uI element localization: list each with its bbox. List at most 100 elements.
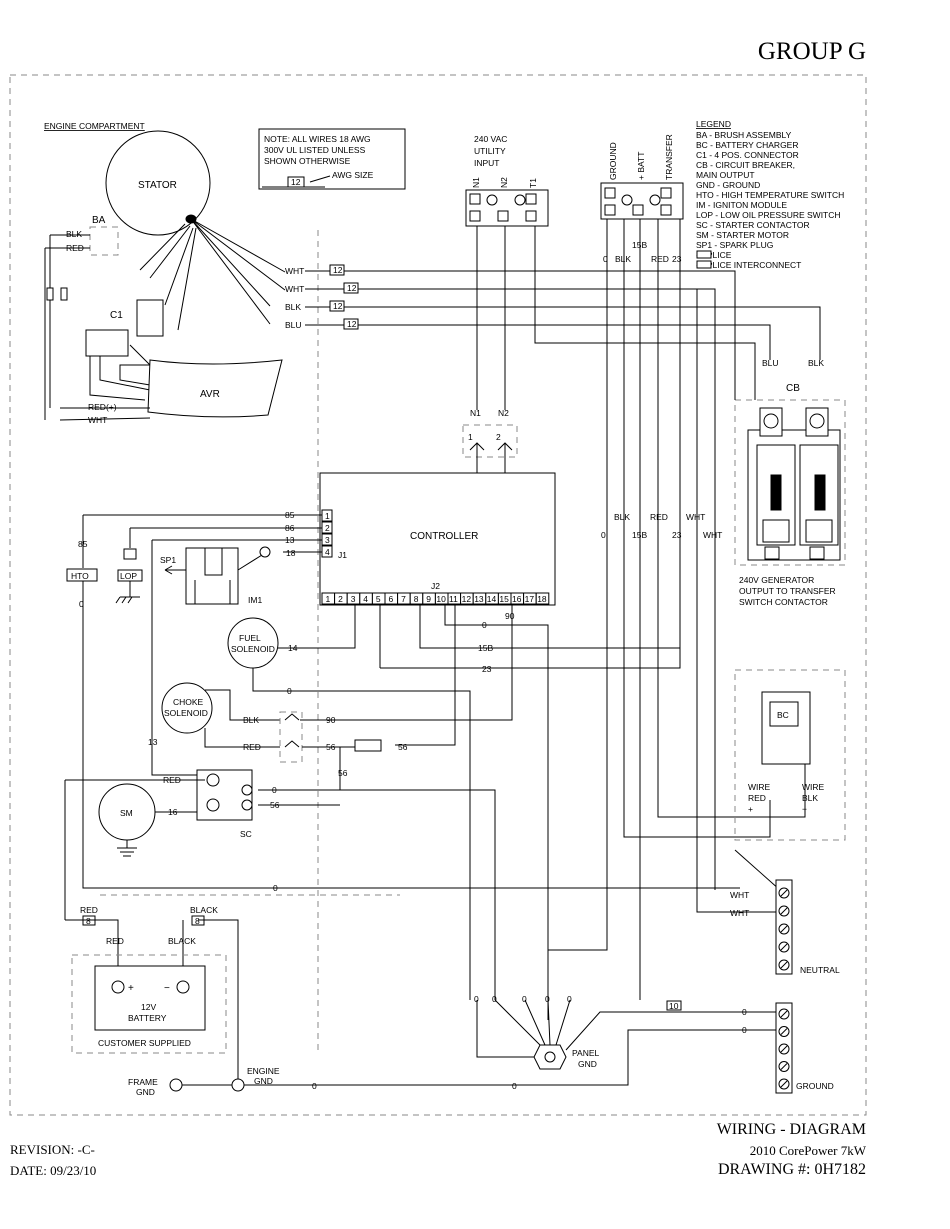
j2-pin: 17: [525, 594, 535, 604]
wire-90-choke: 90: [326, 715, 336, 725]
j2-pin: 14: [487, 594, 497, 604]
pg-0-a: 0: [474, 994, 479, 1004]
lop-label: LOP: [120, 571, 137, 581]
starter-contactor: [196, 769, 253, 821]
choke-splice: [279, 711, 303, 763]
engine-gnd-line-1: ENGINE: [247, 1066, 280, 1076]
note-awg-sample: 12: [291, 177, 301, 187]
wire-56-diode: 56: [398, 742, 408, 752]
diagram-frame: [9, 74, 867, 1116]
tb-batt: + BATT: [636, 152, 646, 180]
batt-black: BLACK: [190, 905, 218, 915]
tb-23: 23: [672, 254, 682, 264]
stator-label: STATOR: [138, 180, 177, 191]
choke-solenoid: [161, 682, 213, 734]
j2-pin: 9: [426, 594, 431, 604]
hto-85: 85: [78, 539, 88, 549]
hto-0: 0: [79, 599, 84, 609]
c1-connector: [85, 329, 129, 357]
sp1-label: SP1: [160, 555, 176, 565]
ba-blk: BLK: [66, 229, 82, 239]
j2-pin: 12: [462, 594, 472, 604]
awg-12-c: 12: [333, 301, 343, 311]
bus-screw: [778, 1061, 790, 1072]
legend-item: HTO - HIGH TEMPERATURE SWITCH: [696, 190, 844, 200]
gb-0-b: 0: [742, 1025, 747, 1035]
sm-label: SM: [120, 808, 133, 818]
j2-pin: 5: [376, 594, 381, 604]
wire-blk: BLK: [285, 302, 301, 312]
c1-label: C1: [110, 310, 123, 321]
sc-0: 0: [272, 785, 277, 795]
j2-pin: 13: [474, 594, 484, 604]
awg-12-d: 12: [347, 319, 357, 329]
panel-gnd-line-1: PANEL: [572, 1048, 600, 1058]
im1-label: IM1: [248, 595, 262, 605]
rv-red: RED: [650, 512, 668, 522]
j2-pin: 18: [537, 594, 547, 604]
bc-wire-red-2: RED: [748, 793, 766, 803]
rv-wht-a: WHT: [686, 512, 705, 522]
bus-screw: [778, 941, 790, 953]
batt-awg-red: 8: [86, 916, 91, 926]
bus-screw: [778, 1078, 790, 1090]
utility-line-1: 240 VAC: [474, 134, 507, 144]
neutral-label: NEUTRAL: [800, 965, 840, 975]
choke-red: RED: [243, 742, 261, 752]
legend-item: SM - STARTER MOTOR: [696, 230, 789, 240]
choke-line-2: SOLENOID: [164, 708, 208, 718]
frame-gnd: [169, 1078, 183, 1092]
j2-pin: 10: [436, 594, 446, 604]
legend-item: MAIN OUTPUT: [696, 170, 755, 180]
j2-pin: 1: [326, 594, 331, 604]
avr-red: RED(+): [88, 402, 117, 412]
hto-switch: [66, 568, 98, 582]
pg-0-d: 0: [545, 994, 550, 1004]
j2-pin: 3: [351, 594, 356, 604]
sense-pin-2: 2: [496, 432, 501, 442]
engine-gnd-line-2: GND: [254, 1076, 273, 1086]
bc-wire-blk-3: −: [802, 804, 807, 814]
fuel-line-1: FUEL: [239, 633, 261, 643]
fuel-line-2: SOLENOID: [231, 644, 275, 654]
wire-0-gnd-b: 0: [512, 1081, 517, 1091]
sc-red: RED: [163, 775, 181, 785]
legend-item: GND - GROUND: [696, 180, 760, 190]
model-name: 2010 CorePower 7kW: [749, 1143, 866, 1158]
wire-14: 14: [288, 643, 298, 653]
batt-red-2: RED: [106, 936, 124, 946]
c1-upper: [136, 299, 164, 337]
stator: [105, 130, 211, 236]
sense-splice: [462, 424, 518, 458]
circuit-breaker: [747, 429, 841, 561]
panel-gnd: [533, 1044, 567, 1070]
diagram-title: WIRING - DIAGRAM: [716, 1121, 866, 1138]
j1-pin: 3: [325, 535, 330, 545]
cb-label: CB: [786, 383, 800, 394]
sc-56: 56: [270, 800, 280, 810]
wire-0-frame: 0: [273, 883, 278, 893]
j1-pin: 2: [325, 523, 330, 533]
batt-awg-blk: 8: [195, 916, 200, 926]
neutral-wht-b: WHT: [730, 908, 749, 918]
utility-line-3: INPUT: [474, 158, 500, 168]
brush-assembly: [89, 226, 119, 256]
j2-pin: 11: [449, 594, 458, 604]
bus-screw: [778, 1043, 790, 1055]
legend-item: LOP - LOW OIL PRESSURE SWITCH: [696, 210, 841, 220]
battery-line-2: BATTERY: [128, 1013, 167, 1023]
drawing-number: DRAWING #: 0H7182: [717, 1161, 866, 1178]
legend-title: LEGEND: [696, 119, 731, 129]
note-box: [258, 128, 406, 190]
hto-label: HTO: [71, 571, 89, 581]
j2-pin: 6: [389, 594, 394, 604]
legend: LEGEND BA - BRUSH ASSEMBLY BC - BATTERY …: [696, 119, 844, 270]
legend-item: IM - IGNITON MODULE: [696, 200, 787, 210]
rv-wht-b: WHT: [703, 530, 722, 540]
awg-10: 10: [669, 1001, 679, 1011]
cb-blu: BLU: [762, 358, 779, 368]
tb-transfer: TRANSFER: [664, 134, 674, 180]
awg-12-a: 12: [333, 265, 343, 275]
frame-gnd-line-2: GND: [136, 1087, 155, 1097]
